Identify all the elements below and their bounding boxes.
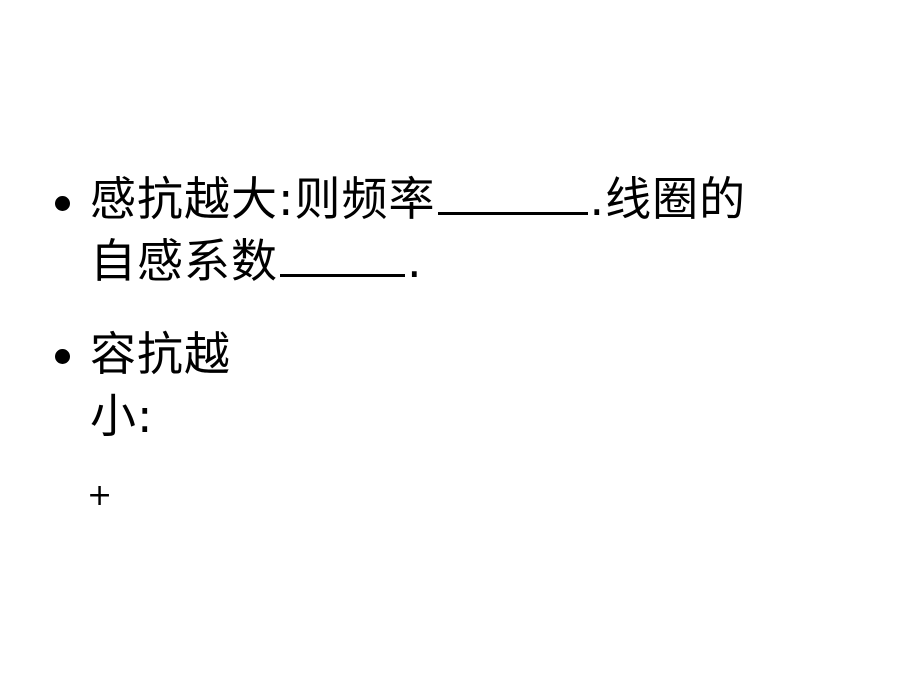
bullet-dot: [55, 196, 70, 211]
bullet-text: 容抗越 小:: [90, 323, 850, 447]
text-line-1: 容抗越: [90, 327, 231, 381]
fill-in-blank: [437, 176, 588, 215]
text-segment: .线圈的: [589, 172, 747, 226]
bullet-text: 感抗越大:则频率 .线圈的 自感系数.: [90, 168, 850, 292]
fill-in-blank: [280, 238, 405, 277]
text-line-2: 自感系数.: [90, 230, 850, 292]
text-segment: .: [407, 234, 423, 288]
text-segment: 自感系数: [90, 234, 278, 288]
stray-mark: +: [87, 478, 113, 513]
text-segment: 感抗越大:则频率: [90, 172, 436, 226]
text-line-1: 感抗越大:则频率 .线圈的: [90, 168, 850, 230]
text-line-2: 小:: [90, 389, 154, 443]
bullet-dot: [55, 349, 70, 364]
